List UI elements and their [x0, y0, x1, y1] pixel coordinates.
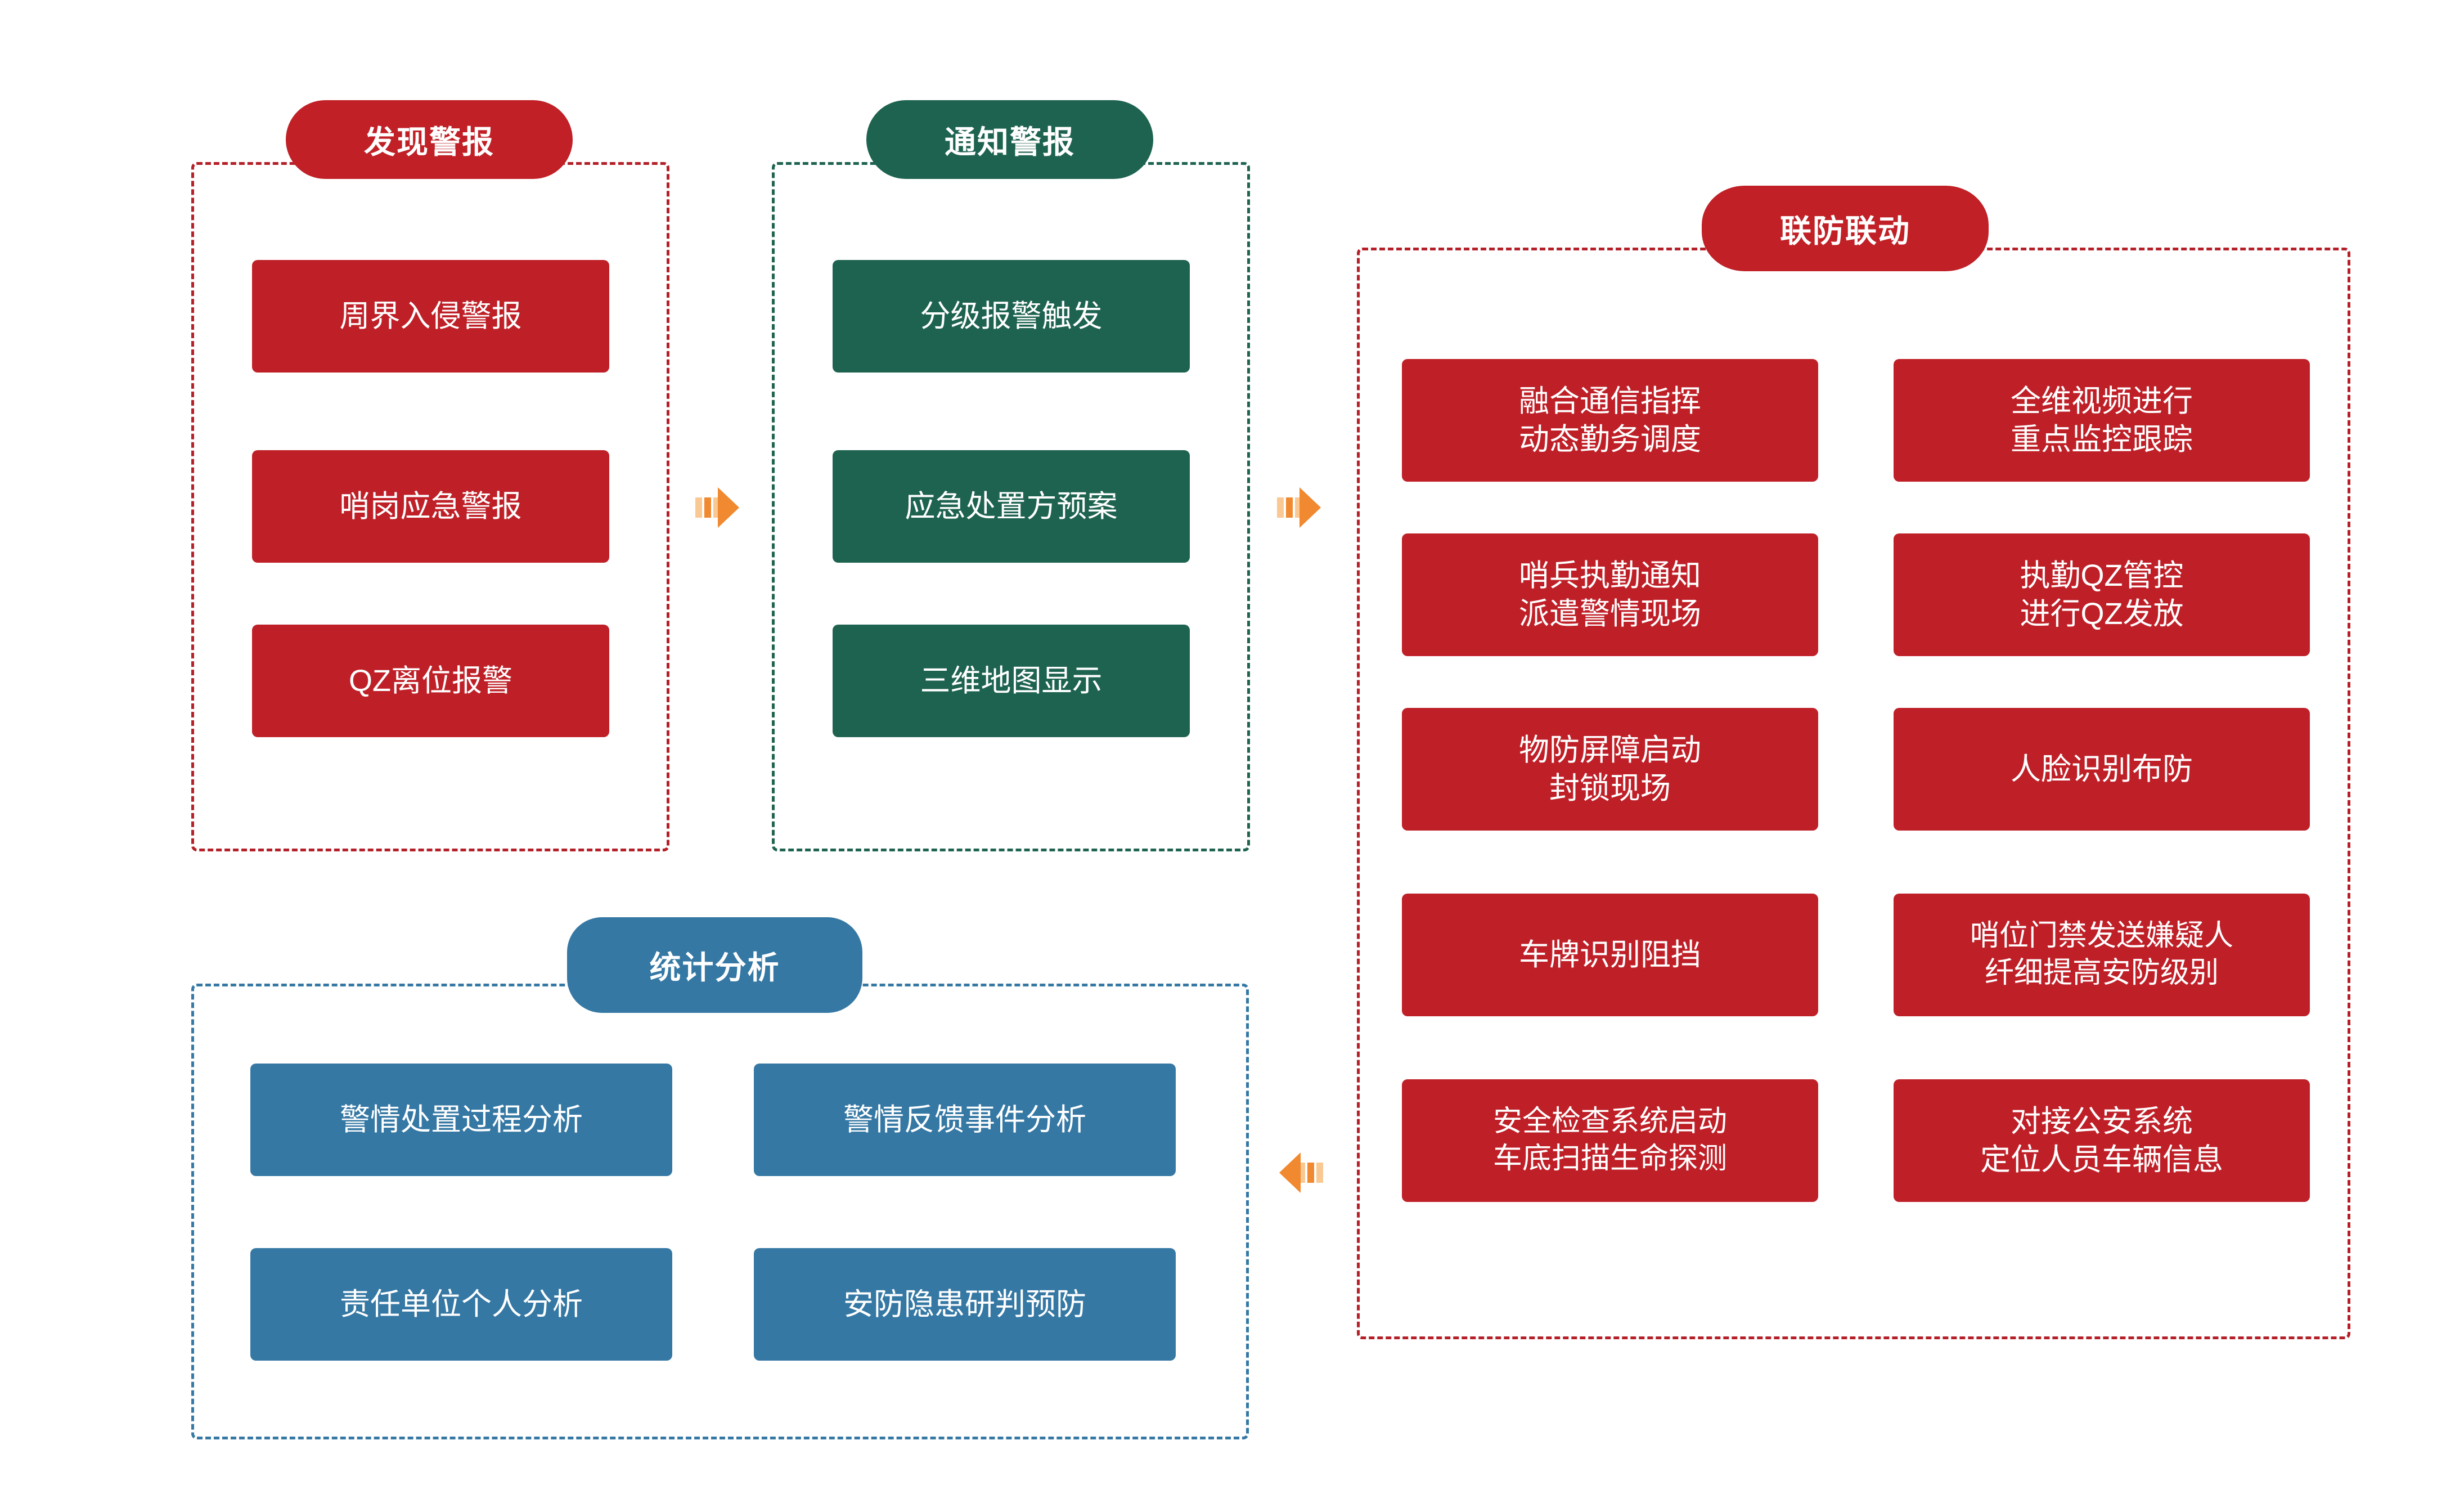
- box-joint-defense-2[interactable]: 全维视频进行重点监控跟踪: [1894, 359, 2310, 482]
- box-label: 警情处置过程分析: [340, 1102, 583, 1137]
- box-joint-defense-6[interactable]: 人脸识别布防: [1894, 708, 2310, 831]
- box-label: 车牌识别阻挡: [1519, 937, 1701, 972]
- box-label: QZ离位报警: [349, 663, 512, 698]
- panel-header-discover-alarm: 发现警报: [286, 100, 573, 179]
- box-joint-defense-5[interactable]: 物防屏障启动封锁现场: [1402, 708, 1818, 831]
- panel-frame-statistics-analysis: [191, 984, 1249, 1439]
- box-label: 全维视频进行重点监控跟踪: [2011, 384, 2193, 456]
- box-notify-alarm-1[interactable]: 分级报警触发: [833, 260, 1190, 373]
- box-label: 责任单位个人分析: [340, 1287, 583, 1321]
- box-discover-alarm-2[interactable]: 哨岗应急警报: [252, 450, 609, 563]
- box-joint-defense-4[interactable]: 执勤QZ管控进行QZ发放: [1894, 533, 2310, 656]
- box-label: 对接公安系统定位人员车辆信息: [1980, 1104, 2223, 1177]
- box-label: 哨岗应急警报: [339, 489, 522, 523]
- box-discover-alarm-1[interactable]: 周界入侵警报: [252, 260, 609, 373]
- box-label: 物防屏障启动封锁现场: [1519, 733, 1701, 805]
- box-statistics-analysis-4[interactable]: 安防隐患研判预防: [754, 1248, 1176, 1361]
- box-joint-defense-7[interactable]: 车牌识别阻挡: [1402, 894, 1818, 1016]
- panel-header-statistics-analysis: 统计分析: [567, 917, 862, 1013]
- box-joint-defense-8[interactable]: 哨位门禁发送嫌疑人纤细提高安防级别: [1894, 894, 2310, 1016]
- box-label: 哨兵执勤通知派遣警情现场: [1519, 558, 1701, 631]
- box-statistics-analysis-1[interactable]: 警情处置过程分析: [250, 1064, 672, 1176]
- panel-header-notify-alarm: 通知警报: [866, 100, 1153, 179]
- box-notify-alarm-2[interactable]: 应急处置方预案: [833, 450, 1190, 563]
- box-joint-defense-3[interactable]: 哨兵执勤通知派遣警情现场: [1402, 533, 1818, 656]
- box-label: 哨位门禁发送嫌疑人纤细提高安防级别: [1970, 919, 2233, 989]
- box-notify-alarm-3[interactable]: 三维地图显示: [833, 625, 1190, 737]
- panel-header-joint-defense: 联防联动: [1702, 186, 1989, 271]
- box-label: 执勤QZ管控进行QZ发放: [2020, 558, 2184, 631]
- arrow-left-icon-joint-to-statistics: [1278, 1148, 1328, 1197]
- box-statistics-analysis-2[interactable]: 警情反馈事件分析: [754, 1064, 1176, 1176]
- box-label: 融合通信指挥动态勤务调度: [1519, 384, 1701, 456]
- box-label: 人脸识别布防: [2011, 752, 2193, 786]
- box-label: 安防隐患研判预防: [843, 1287, 1086, 1321]
- arrow-right-icon-notify-to-joint: [1273, 483, 1322, 532]
- box-label: 应急处置方预案: [905, 489, 1118, 523]
- box-joint-defense-1[interactable]: 融合通信指挥动态勤务调度: [1402, 359, 1818, 482]
- box-label: 周界入侵警报: [339, 299, 522, 333]
- box-label: 分级报警触发: [920, 299, 1103, 333]
- box-joint-defense-10[interactable]: 对接公安系统定位人员车辆信息: [1894, 1079, 2310, 1202]
- box-discover-alarm-3[interactable]: QZ离位报警: [252, 625, 609, 737]
- arrow-right-icon-discover-to-notify: [691, 483, 740, 532]
- box-statistics-analysis-3[interactable]: 责任单位个人分析: [250, 1248, 672, 1361]
- box-joint-defense-9[interactable]: 安全检查系统启动车底扫描生命探测: [1402, 1079, 1818, 1202]
- box-label: 安全检查系统启动车底扫描生命探测: [1492, 1105, 1727, 1175]
- box-label: 警情反馈事件分析: [843, 1102, 1086, 1137]
- box-label: 三维地图显示: [920, 663, 1103, 698]
